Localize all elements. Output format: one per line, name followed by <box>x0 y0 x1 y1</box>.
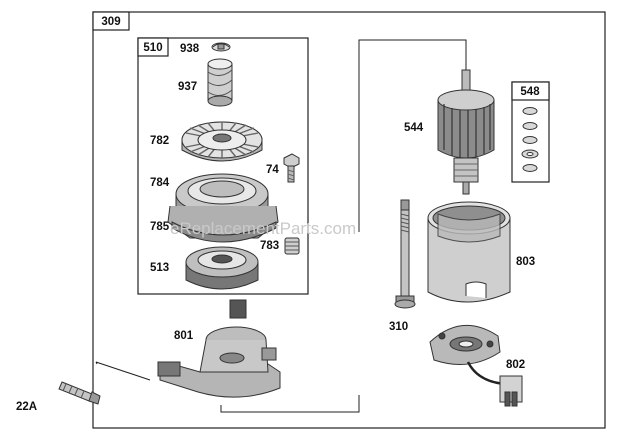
part-802-end-cap <box>429 324 523 407</box>
label-544: 544 <box>404 122 424 134</box>
part-785-plate <box>171 221 277 243</box>
part-548-washers <box>521 107 539 172</box>
label-513: 513 <box>150 262 169 274</box>
label-785: 785 <box>150 221 170 233</box>
label-938: 938 <box>180 43 200 55</box>
part-803-frame <box>427 201 511 303</box>
label-801: 801 <box>174 330 194 342</box>
label-937: 937 <box>178 81 197 93</box>
label-783: 783 <box>260 240 279 252</box>
kit-548-label-box <box>511 81 550 101</box>
kit-510-box <box>137 37 309 295</box>
label-74: 74 <box>266 164 279 176</box>
assembly-guide-lines <box>95 39 467 413</box>
label-22a: 22A <box>16 401 37 413</box>
part-784-housing <box>167 173 279 239</box>
watermark: eReplacementParts.com <box>170 219 356 238</box>
part-782-gear <box>181 121 263 162</box>
label-803: 803 <box>516 256 535 268</box>
part-783-spring <box>284 237 300 255</box>
part-938-clip <box>211 42 231 52</box>
part-513-drive <box>185 246 259 290</box>
label-784: 784 <box>150 177 170 189</box>
part-22a-screw <box>58 381 101 405</box>
kit-510-label-box <box>137 37 169 57</box>
assembly-309-box <box>92 11 606 429</box>
kit-510-label: 510 <box>143 42 162 54</box>
kit-548-label: 548 <box>520 86 540 98</box>
assembly-309-label: 309 <box>101 16 120 28</box>
assembly-309-label-box <box>92 11 130 31</box>
part-937-pinion <box>207 58 233 107</box>
label-782: 782 <box>150 135 169 147</box>
part-544-armature <box>437 69 495 195</box>
label-310: 310 <box>389 321 408 333</box>
part-310-bolt <box>394 199 416 309</box>
part-74-screw <box>283 153 300 183</box>
part-801-end-cap <box>157 299 281 398</box>
label-802: 802 <box>506 359 525 371</box>
